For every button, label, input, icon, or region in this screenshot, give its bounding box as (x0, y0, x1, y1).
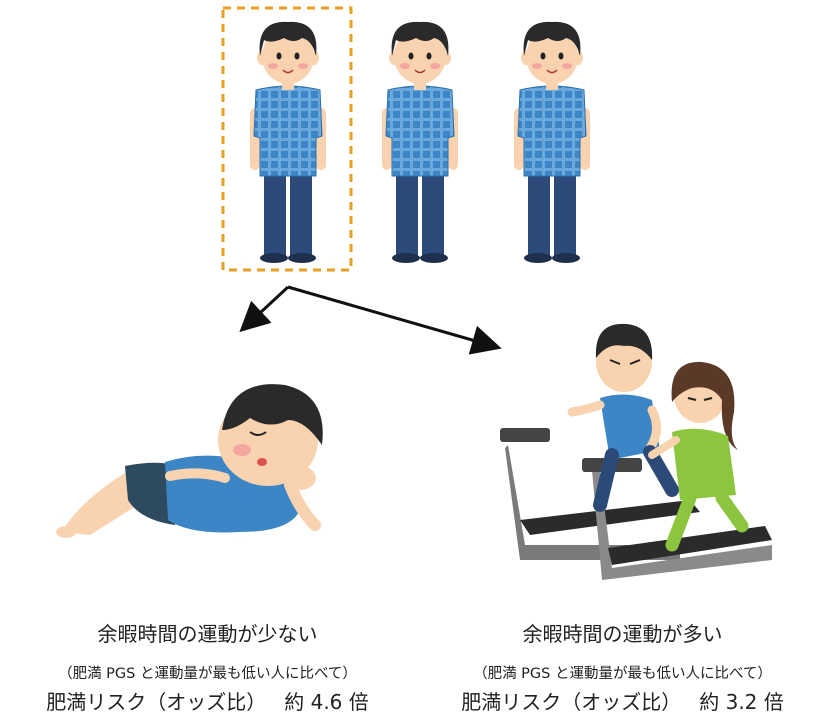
left-subtitle: （肥満 PGS と運動量が最も低い人に比べて） (58, 666, 357, 682)
right-title: 余暇時間の運動が多い (522, 622, 723, 646)
treadmill-icon (500, 428, 772, 580)
left-result-value: 約 4.6 倍 (284, 690, 369, 714)
standing-man-icon (381, 21, 459, 264)
highlight-box (221, 6, 353, 272)
standing-man-icon (249, 21, 327, 264)
right-result: 肥満リスク（オッズ比） 約 3.2 倍 (415, 686, 830, 715)
right-result-value: 約 3.2 倍 (699, 690, 784, 714)
arrow-to-low (239, 285, 290, 333)
left-title: 余暇時間の運動が少ない (97, 622, 318, 646)
left-result-label: 肥満リスク（オッズ比） (46, 690, 267, 714)
left-result: 肥満リスク（オッズ比） 約 4.6 倍 (0, 686, 415, 715)
arrow-to-high (287, 285, 502, 355)
standing-man-icon (513, 21, 591, 264)
running-people-icon (567, 323, 749, 552)
right-subtitle: （肥満 PGS と運動量が最も低い人に比べて） (473, 666, 772, 682)
right-result-label: 肥満リスク（オッズ比） (461, 690, 682, 714)
lying-man-icon (56, 384, 323, 538)
